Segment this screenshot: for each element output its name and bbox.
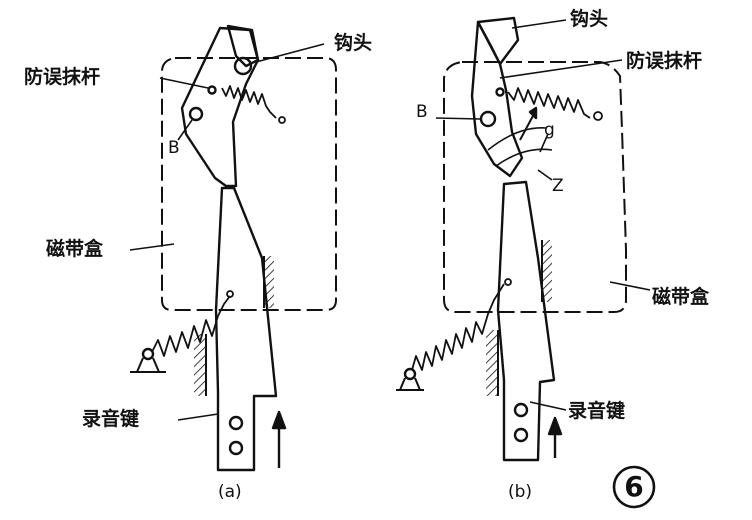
figure-number-ring: [612, 465, 656, 509]
guide-hatch-right-b: [542, 240, 552, 302]
key-hole-1-b: [513, 402, 529, 418]
panel-a: [129, 24, 337, 472]
label-hook-a: 钩头: [334, 32, 373, 54]
label-cassette-b: 磁带盒: [652, 286, 710, 308]
label-record-key-a: 录音键: [82, 408, 140, 430]
guide-hatch-left-a: [194, 334, 206, 396]
spring-upper-b: [507, 87, 591, 119]
ground-pivot-a: [141, 347, 155, 361]
hook-roller-a: [233, 56, 253, 76]
key-hole-2-b: [513, 427, 529, 443]
record-key-a: [214, 186, 278, 472]
pivot-b-a: [188, 106, 204, 122]
spring-lower-b: [411, 283, 505, 371]
label-pivot-b-b: B: [416, 102, 428, 122]
pivot-b-b: [479, 110, 497, 128]
label-z-b: Z: [552, 176, 564, 196]
spring-lower-anchor-b: [504, 278, 512, 286]
key-hole-1-a: [228, 415, 244, 431]
stud-b: [495, 87, 505, 97]
panel-b: [396, 16, 651, 462]
anti-erase-rod-a: [180, 26, 260, 188]
label-cassette-a: 磁带盒: [46, 238, 104, 260]
guide-hatch-right-a: [264, 256, 274, 308]
cassette-outline-b: [443, 61, 627, 313]
key-hole-2-a: [228, 440, 244, 456]
hook-head-a: [226, 24, 260, 68]
guide-hatch-left-b: [486, 330, 498, 396]
spring-lower-a: [151, 295, 231, 357]
cassette-outline-a: [161, 57, 337, 311]
caption-b: (b): [508, 482, 533, 502]
stud-a: [207, 85, 217, 95]
ground-pivot-b: [403, 367, 417, 381]
label-anti-erase-rod-a: 防误抹杆: [24, 66, 101, 88]
spring-lower-anchor-a: [226, 290, 234, 298]
spring-upper-a: [221, 85, 277, 119]
spring-anchor-a: [278, 116, 286, 124]
figure-number-digit: 6: [624, 470, 644, 503]
record-key-b: [496, 180, 556, 462]
caption-a: (a): [218, 482, 242, 502]
label-pivot-b-a: B: [168, 138, 180, 158]
hook-head-b: [476, 16, 520, 66]
spring-anchor-b: [593, 111, 603, 121]
label-g-b: g: [544, 120, 555, 140]
label-hook-b: 钩头: [570, 8, 609, 30]
label-anti-erase-rod-b: 防误抹杆: [626, 50, 703, 72]
label-record-key-b: 录音键: [568, 400, 626, 422]
